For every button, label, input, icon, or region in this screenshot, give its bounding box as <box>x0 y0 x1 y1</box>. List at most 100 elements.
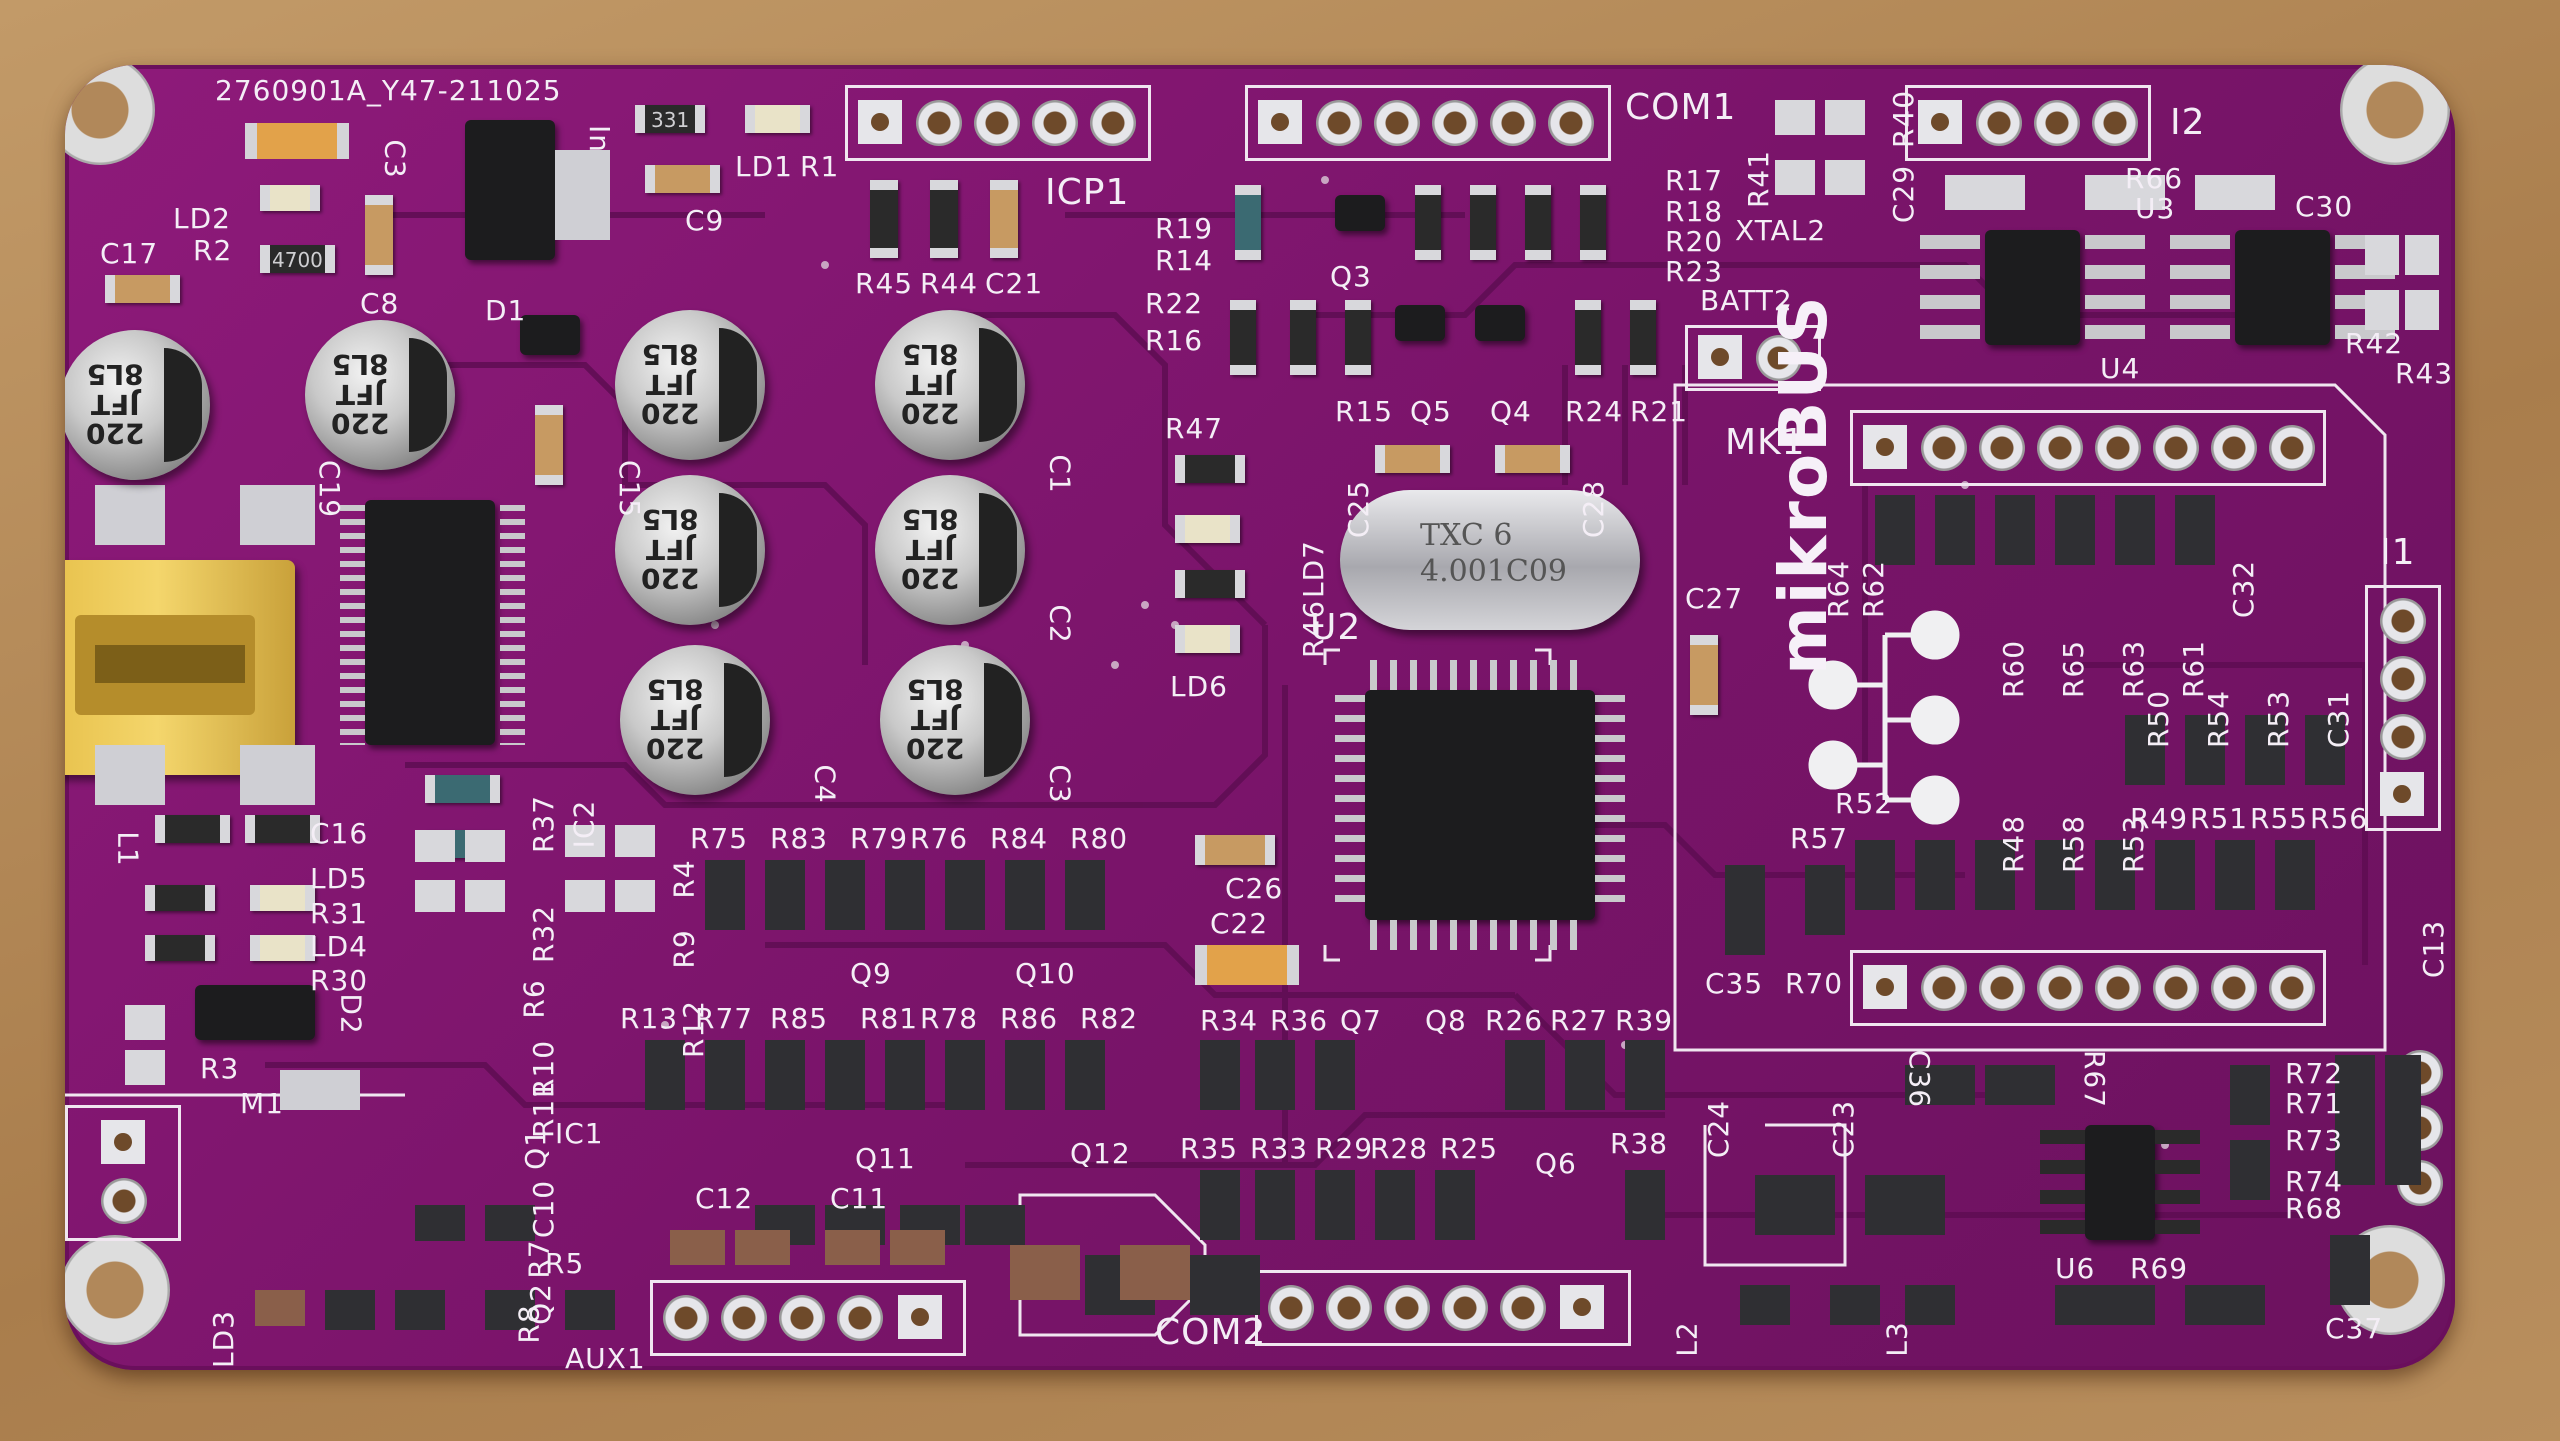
silk-r82: R82 <box>1080 1002 1139 1035</box>
silk-r70: R70 <box>1785 967 1844 1000</box>
silk-q8: Q8 <box>1425 1004 1467 1037</box>
resistor-marking: 331 <box>651 108 690 132</box>
ic-u4-pins <box>2170 235 2395 345</box>
silk-m1: M1 <box>240 1087 284 1120</box>
silk-r53: R53 <box>2262 689 2296 749</box>
silk-q10: Q10 <box>1015 957 1076 990</box>
tantalum-capacitor-c22 <box>1195 945 1299 985</box>
silk-r73: R73 <box>2285 1124 2344 1157</box>
silk-c25: C25 <box>1342 479 1376 539</box>
silk-r81: R81 <box>860 1002 919 1035</box>
smd-resistor-arrays <box>125 100 2439 1330</box>
silk-r3: R3 <box>200 1052 240 1085</box>
crystal-marking-1: TXC 6 <box>1420 518 1513 553</box>
silk-c4: C4 <box>808 764 842 804</box>
resistor-r20 <box>1525 185 1551 260</box>
silk-in: In <box>583 124 617 154</box>
capacitor-c27 <box>1690 635 1718 715</box>
silk-u6: U6 <box>2055 1252 2096 1285</box>
led-ld5 <box>250 885 315 911</box>
silk-ld4: LD4 <box>310 930 368 963</box>
silk-r86: R86 <box>1000 1002 1059 1035</box>
silk-r65: R65 <box>2057 639 2091 699</box>
silk-q4: Q4 <box>1490 395 1532 428</box>
resistor-r30 <box>145 935 215 961</box>
header-mikrobus-bottom <box>1850 950 2326 1026</box>
silk-r33: R33 <box>1250 1132 1309 1165</box>
silk-q1: Q1 <box>518 1128 552 1170</box>
silk-r20: R20 <box>1665 225 1724 258</box>
resistor-r23 <box>1580 185 1606 260</box>
transistor-q4 <box>1475 305 1525 341</box>
resistor-r18 <box>1470 185 1496 260</box>
silk-r9: R9 <box>667 929 701 969</box>
silk-r66: R66 <box>2125 162 2184 195</box>
silk-mk1: MK1 <box>1725 422 1806 463</box>
silk-r44: R44 <box>920 267 979 300</box>
transistor-d1 <box>520 315 580 355</box>
silk-r31: R31 <box>310 897 369 930</box>
mounting-hole-bottom-left <box>65 1235 170 1345</box>
silk-r4: R4 <box>667 859 701 899</box>
silk-r26: R26 <box>1485 1004 1544 1037</box>
mcu-pins-left <box>1335 695 1365 915</box>
silk-icp1: ICP1 <box>1045 172 1130 213</box>
ft232-pins <box>340 505 525 745</box>
diode-d2 <box>195 985 315 1040</box>
silk-c24: C24 <box>1702 1099 1736 1159</box>
silk-q12: Q12 <box>1070 1137 1131 1170</box>
mcu-pins-top <box>1370 660 1590 690</box>
silk-r60: R60 <box>1997 639 2031 699</box>
silk-r52: R52 <box>1835 787 1894 820</box>
silk-r39: R39 <box>1615 1004 1674 1037</box>
resistor-r19 <box>1235 185 1261 260</box>
silk-r21: R21 <box>1630 395 1689 428</box>
usb-mount-pad <box>240 745 315 805</box>
silk-com2: COM2 <box>1155 1312 1267 1353</box>
silk-c30: C30 <box>2295 190 2354 223</box>
resistor-r45 <box>870 180 898 258</box>
resistor-r24 <box>1575 300 1601 375</box>
silk-r30: R30 <box>310 964 369 997</box>
resistor-r37 <box>425 775 500 803</box>
silk-r18: R18 <box>1665 195 1724 228</box>
silk-ld7: LD7 <box>1296 540 1330 598</box>
regulator-tab <box>555 150 610 240</box>
capacitor-c21 <box>990 180 1018 258</box>
inductor-l1 <box>155 815 230 843</box>
silk-r23: R23 <box>1665 255 1724 288</box>
mounting-hole-top-right <box>2340 65 2450 165</box>
board-part-number: 2760901A_Y47-211025 <box>215 74 562 107</box>
silk-c36: C36 <box>1903 1049 1937 1109</box>
usb-mount-pad <box>240 485 315 545</box>
silk-r72: R72 <box>2285 1057 2344 1090</box>
silk-c35: C35 <box>1705 967 1764 1000</box>
silk-r71: R71 <box>2285 1087 2344 1120</box>
silk-q6: Q6 <box>1535 1147 1577 1180</box>
silk-i1: I1 <box>2380 532 2416 573</box>
resistor-4700: 4700 <box>260 245 335 273</box>
silk-r14: R14 <box>1155 244 1214 277</box>
silk-ld3: LD3 <box>206 1310 240 1368</box>
header-batt2 <box>1685 325 1821 391</box>
silk-r56: R56 <box>2310 802 2369 835</box>
silk-r8: R8 <box>512 1304 546 1344</box>
resistor-331: 331 <box>635 105 705 133</box>
ic-u3-pins <box>1920 235 2145 345</box>
silk-c19: C19 <box>313 459 347 519</box>
silk-r54: R54 <box>2202 689 2236 749</box>
led-ld4 <box>250 935 315 961</box>
silk-c2: C2 <box>1043 604 1077 644</box>
header-i2 <box>1905 85 2151 161</box>
mcu-pins-bottom <box>1370 920 1590 950</box>
silk-c32: C32 <box>2227 559 2261 619</box>
capacitor-c-vertical <box>365 195 393 275</box>
silk-r24: R24 <box>1565 395 1624 428</box>
silk-i2: I2 <box>2170 102 2206 143</box>
silk-r49: R49 <box>2130 802 2189 835</box>
